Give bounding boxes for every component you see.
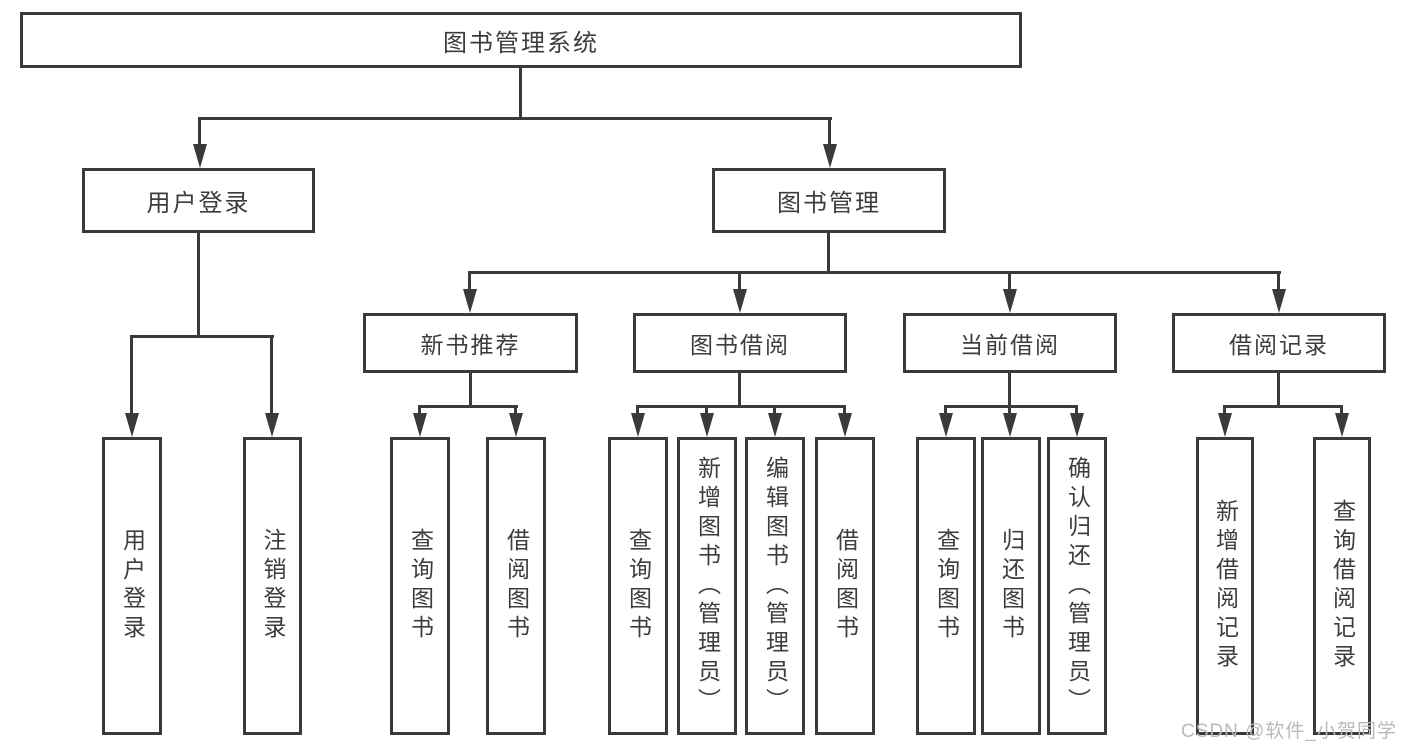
arrow-down-icon [700,413,714,437]
node-library-management-system: 图书管理系统 [20,12,1022,68]
connector-vline [519,68,522,117]
leaf-bb-query-books: 查询图书 [608,437,668,735]
arrow-down-icon [631,413,645,437]
connector-vline [705,405,708,418]
leaf-label: 确认归还（管理员） [1064,455,1091,717]
connector-vline [270,335,273,415]
leaf-label: 用户登录 [119,528,146,644]
arrow-down-icon [1272,289,1286,313]
node-borrow-records: 借阅记录 [1172,313,1386,373]
leaf-label: 注销登录 [260,528,286,644]
leaf-bb-edit-books-admin: 编辑图书（管理员） [745,437,805,735]
arrow-down-icon [1335,413,1349,437]
arrow-down-icon [1003,413,1017,437]
connector-vline [197,233,200,335]
arrow-down-icon [125,413,139,437]
connector-vline [1075,405,1078,418]
leaf-label: 编辑图书（管理员） [762,455,789,717]
arrow-down-icon [509,413,523,437]
arrow-down-icon [1218,413,1232,437]
connector-vline [514,405,517,418]
arrow-down-icon [1070,413,1084,437]
connector-vline [636,405,639,418]
connector-vline [827,233,830,271]
leaf-br-add-record: 新增借阅记录 [1196,437,1254,735]
leaf-label: 归还图书 [998,528,1025,644]
leaf-bb-borrow-books: 借阅图书 [815,437,875,735]
connector-vline [468,271,471,293]
connector-vline [738,373,741,405]
leaf-label: 查询图书 [407,528,434,644]
leaf-nb-query-books: 查询图书 [390,437,450,735]
leaf-bb-add-books-admin: 新增图书（管理员） [677,437,737,735]
arrow-down-icon [939,413,953,437]
leaf-label: 新增图书（管理员） [694,455,721,717]
node-user-login: 用户登录 [82,168,315,233]
leaf-logout: 注销登录 [243,437,302,735]
leaf-label: 新增借阅记录 [1212,499,1239,673]
arrow-down-icon [733,289,747,313]
arrow-down-icon [823,144,837,168]
leaf-label: 借阅图书 [832,528,859,644]
connector-hline [418,405,518,408]
connector-vline [198,117,201,146]
connector-hline [944,405,1078,408]
connector-vline [843,405,846,418]
watermark: CSDN @软件_小贺同学 [1181,721,1397,742]
connector-vline [1340,405,1343,418]
connector-vline [1277,373,1280,405]
arrow-down-icon [768,413,782,437]
connector-hline [1224,405,1343,408]
connector-vline [1008,271,1011,293]
leaf-label: 借阅图书 [503,528,530,644]
leaf-cb-return-books: 归还图书 [981,437,1041,735]
leaf-br-query-record: 查询借阅记录 [1313,437,1371,735]
connector-vline [1223,405,1226,418]
connector-hline [468,271,1281,274]
arrow-down-icon [463,289,477,313]
node-current-borrow: 当前借阅 [903,313,1117,373]
arrow-down-icon [193,144,207,168]
node-new-book-recommend: 新书推荐 [363,313,578,373]
leaf-cb-query-books: 查询图书 [916,437,976,735]
connector-vline [130,335,133,415]
node-book-borrow: 图书借阅 [633,313,847,373]
arrow-down-icon [1003,289,1017,313]
connector-vline [1277,271,1280,293]
leaf-label: 查询图书 [933,528,960,644]
leaf-label: 查询借阅记录 [1329,499,1356,673]
connector-vline [738,271,741,293]
leaf-cb-confirm-return-admin: 确认归还（管理员） [1047,437,1107,735]
node-book-management: 图书管理 [712,168,946,233]
arrow-down-icon [265,413,279,437]
connector-vline [828,117,831,146]
connector-vline [1008,405,1011,418]
connector-vline [469,373,472,405]
connector-hline [130,335,274,338]
connector-hline [198,117,832,120]
leaf-nb-borrow-books: 借阅图书 [486,437,546,735]
arrow-down-icon [413,413,427,437]
leaf-user-login: 用户登录 [102,437,162,735]
arrow-down-icon [838,413,852,437]
connector-vline [1008,373,1011,405]
leaf-label: 查询图书 [625,528,652,644]
connector-vline [944,405,947,418]
connector-vline [773,405,776,418]
connector-vline [418,405,421,418]
connector-hline [636,405,846,408]
